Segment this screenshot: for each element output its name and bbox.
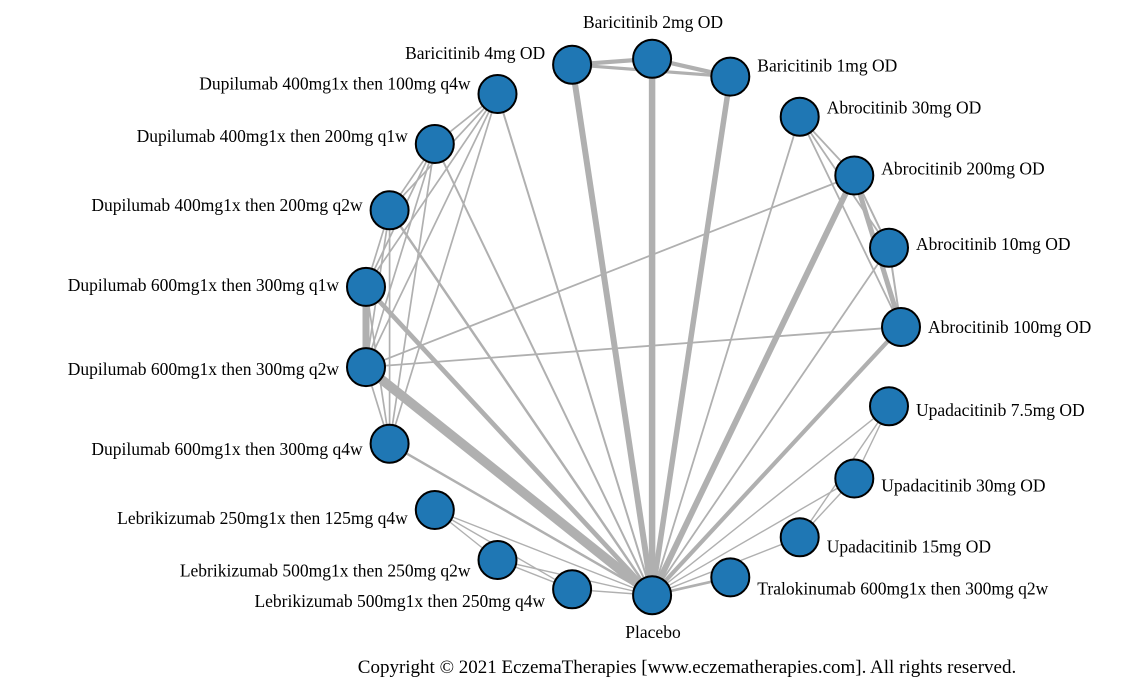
node-label-lebri250q4w: Lebrikizumab 250mg1x then 125mg q4w bbox=[117, 508, 408, 528]
node-upa30 bbox=[834, 458, 875, 499]
edge-dupi100q4w-dupi300q4w bbox=[388, 93, 499, 444]
node-label-dupi200q2w: Dupilumab 400mg1x then 200mg q2w bbox=[91, 195, 363, 215]
edge-placebo-bari1 bbox=[649, 76, 734, 596]
edge-placebo-bari4 bbox=[569, 64, 656, 596]
edge-abro30-abro100 bbox=[798, 116, 902, 328]
edge-placebo-upa7.5 bbox=[651, 405, 890, 596]
node-dupi300q4w bbox=[369, 423, 410, 464]
node-abro30 bbox=[779, 96, 820, 137]
edge-placebo-upa30 bbox=[651, 477, 855, 596]
edge-placebo-abro100 bbox=[650, 325, 903, 597]
node-label-dupi200q1w: Dupilumab 400mg1x then 200mg q1w bbox=[137, 126, 409, 146]
node-placebo bbox=[632, 575, 673, 616]
edge-placebo-dupi300q1w bbox=[364, 285, 654, 597]
edge-abro100-dupi300q2w bbox=[365, 326, 902, 368]
node-dupi100q4w bbox=[477, 74, 518, 114]
node-bari1 bbox=[710, 56, 751, 97]
copyright-notice: Copyright © 2021 EczemaTherapies [www.ec… bbox=[357, 657, 1017, 678]
node-label-lebri500q4w: Lebrikizumab 500mg1x then 250mg q4w bbox=[254, 591, 545, 611]
node-dupi300q2w bbox=[346, 347, 386, 388]
node-label-bari4: Baricitinib 4mg OD bbox=[405, 43, 545, 63]
label-layer: Abrocitinib 100mg OD Upadacitinib 7.5mg O… bbox=[68, 12, 1092, 642]
node-abro100 bbox=[881, 307, 921, 347]
node-lebri500q2w bbox=[477, 540, 518, 580]
node-label-bari1: Baricitinib 1mg OD bbox=[757, 55, 897, 75]
node-bari2 bbox=[632, 38, 673, 79]
node-label-bari2: Baricitinib 2mg OD bbox=[583, 12, 723, 32]
node-label-abro10: Abrocitinib 10mg OD bbox=[916, 234, 1071, 254]
edge-placebo-abro30 bbox=[651, 116, 801, 596]
node-abro200 bbox=[834, 155, 875, 196]
node-lebri250q4w bbox=[414, 490, 455, 530]
edge-placebo-dupi300q2w bbox=[363, 363, 656, 599]
edge-placebo-dupi200q1w bbox=[433, 143, 654, 596]
edge-placebo-abro10 bbox=[651, 247, 890, 596]
node-label-lebri500q2w: Lebrikizumab 500mg1x then 250mg q2w bbox=[180, 560, 471, 580]
edge-dupi100q4w-dupi300q1w bbox=[365, 93, 499, 288]
node-dupi200q1w bbox=[414, 124, 455, 164]
node-label-placebo: Placebo bbox=[625, 622, 681, 642]
node-label-dupi100q4w: Dupilumab 400mg1x then 100mg q4w bbox=[199, 74, 471, 94]
edge-placebo-lebri250q4w bbox=[434, 509, 653, 596]
node-lebri500q4w bbox=[552, 569, 593, 610]
node-label-dupi300q2w: Dupilumab 600mg1x then 300mg q2w bbox=[68, 359, 340, 379]
node-upa15 bbox=[779, 517, 820, 558]
node-label-upa30: Upadacitinib 30mg OD bbox=[881, 475, 1045, 495]
edge-abro200-dupi300q2w bbox=[365, 174, 855, 368]
node-label-upa15: Upadacitinib 15mg OD bbox=[827, 537, 991, 557]
node-label-abro100: Abrocitinib 100mg OD bbox=[928, 317, 1091, 337]
edge-placebo-dupi100q4w bbox=[496, 93, 654, 596]
edge-placebo-dupi300q4w bbox=[388, 442, 653, 597]
node-layer bbox=[346, 38, 921, 616]
node-label-dupi300q4w: Dupilumab 600mg1x then 300mg q4w bbox=[91, 439, 363, 459]
node-label-abro30: Abrocitinib 30mg OD bbox=[827, 97, 982, 117]
node-abro10 bbox=[869, 227, 909, 268]
node-label-upa7.5: Upadacitinib 7.5mg OD bbox=[916, 400, 1085, 420]
node-dupi300q1w bbox=[346, 266, 386, 307]
node-dupi200q2w bbox=[369, 190, 410, 231]
node-upa7.5 bbox=[869, 386, 909, 427]
edge-placebo-dupi200q2w bbox=[388, 209, 654, 596]
node-label-dupi300q1w: Dupilumab 600mg1x then 300mg q1w bbox=[68, 275, 340, 295]
edge-dupi100q4w-dupi300q2w bbox=[365, 93, 499, 368]
edge-placebo-abro200 bbox=[649, 174, 858, 597]
edge-dupi200q1w-dupi300q2w bbox=[365, 143, 436, 368]
node-label-abro200: Abrocitinib 200mg OD bbox=[881, 159, 1044, 179]
node-tralo bbox=[710, 557, 751, 598]
node-bari4 bbox=[552, 44, 593, 85]
node-label-tralo: Tralokinumab 600mg1x then 300mg q2w bbox=[757, 579, 1048, 599]
